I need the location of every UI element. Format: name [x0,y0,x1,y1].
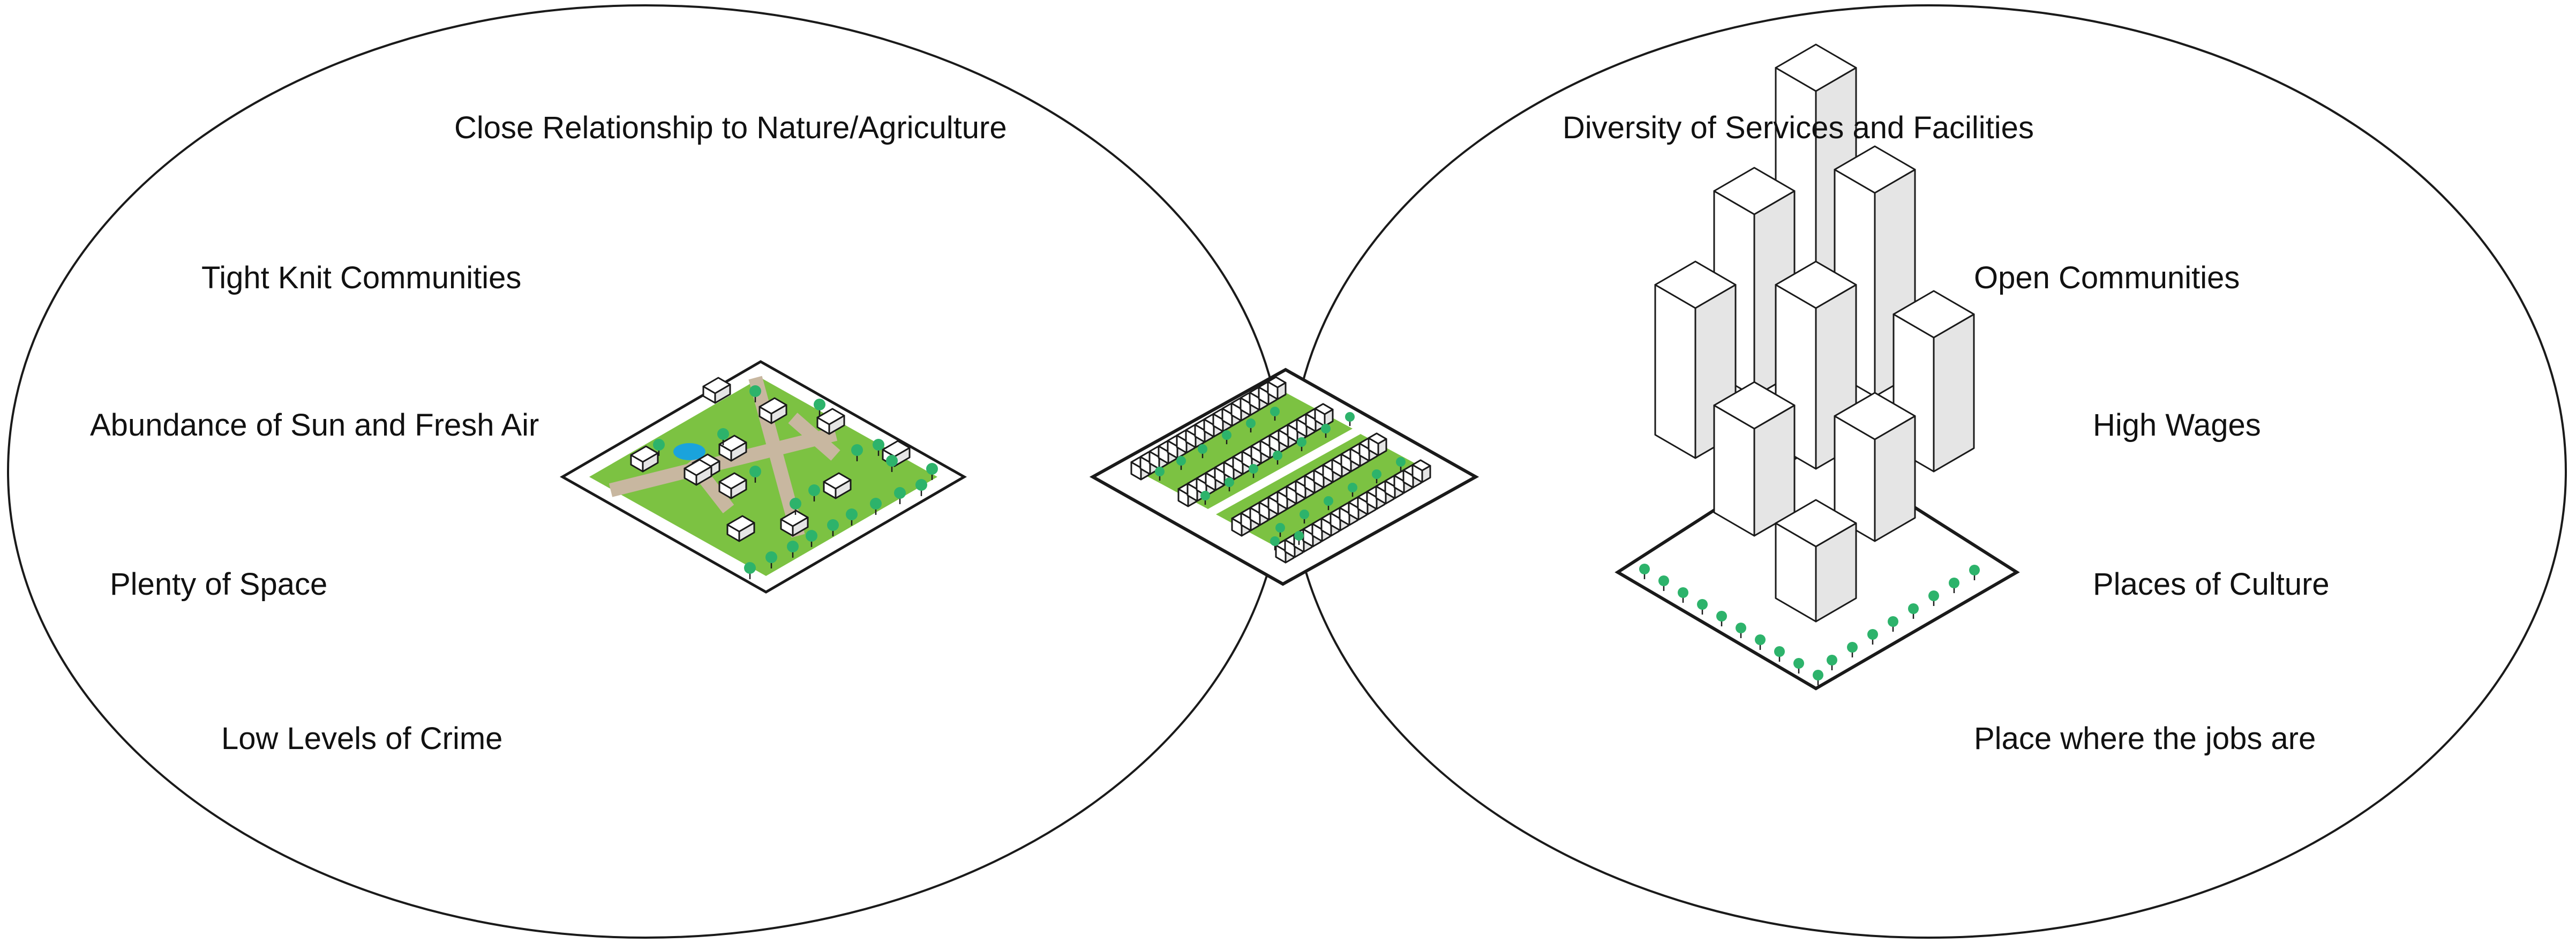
right-circle [1290,4,2567,939]
tree-icon [1200,491,1210,505]
rowhouse-icon [1411,459,1431,483]
tree-icon [1222,430,1231,445]
tree-icon [787,541,799,558]
right-label-communities: Open Communities [1974,260,2240,295]
tree-icon [1249,464,1258,478]
tree-icon [749,385,761,402]
tree-icon [1396,457,1406,472]
tower-icon [1775,499,1857,623]
left-label-nature: Close Relationship to Nature/Agriculture [454,110,1007,145]
tree-icon [870,498,882,515]
tree-icon [1270,536,1280,551]
house-icon [758,397,787,424]
tree-icon [744,562,756,579]
tree-icon [790,498,801,515]
right-label-culture: Places of Culture [2093,567,2330,602]
rowhouse-icon [1368,432,1387,456]
tree-icon [1225,477,1234,492]
tower-icon [1892,290,1975,473]
tree-icon [653,439,665,456]
tree-icon [808,484,820,502]
tree-icon [1639,564,1650,579]
house-icon [780,510,809,537]
tree-icon [1198,444,1207,459]
house-icon [630,445,659,473]
tower-icon [1713,381,1796,537]
tree-icon [886,455,898,472]
tree-icon [1273,451,1282,465]
tree-icon [1928,590,1939,606]
tree-icon [806,530,817,547]
tree-icon [1908,603,1919,619]
rural-village-icon [559,360,967,594]
tree-icon [814,399,825,416]
house-icon [718,435,747,462]
tree-icon [1716,611,1727,626]
house-icon [702,377,731,404]
right-labels: Diversity of Services and Facilities Ope… [1563,110,2330,756]
tree-icon [765,551,777,568]
house-icon [718,472,747,499]
tree-icon [1270,407,1280,421]
tree-icon [1246,418,1256,433]
tree-icon [1176,456,1186,470]
tree-icon [894,487,906,504]
tower-icon [1654,260,1737,459]
left-labels: Close Relationship to Nature/Agriculture… [90,110,1007,756]
tower-icon [1834,392,1916,542]
left-label-communities: Tight Knit Communities [201,260,521,295]
left-label-sun-air: Abundance of Sun and Fresh Air [90,408,539,443]
tree-icon [873,439,884,456]
tree-icon [1774,646,1785,662]
tree-icon [1275,523,1285,537]
house-icon [684,459,712,486]
tree-icon [749,466,761,483]
tree-icon [1297,437,1306,452]
house-icon [816,408,845,435]
house-icon [823,472,852,499]
city-skyscrapers-icon [1614,43,2020,691]
tree-icon [1888,616,1898,632]
tree-icon [1155,467,1165,481]
left-label-space: Plenty of Space [110,567,327,602]
tree-icon [1813,670,1823,685]
tree-icon [915,479,927,496]
tree-icon [926,463,938,480]
tree-icon [1372,469,1381,484]
tree-icon [1321,424,1331,438]
overlap-hatch [1291,5,2566,938]
tree-icon [717,428,729,445]
tree-icon [1867,629,1878,645]
tree-icon [1300,510,1309,524]
tree-icon [1658,575,1669,591]
tree-icon [1697,599,1708,615]
tree-icon [1736,623,1746,638]
tree-icon [1793,658,1804,673]
suburban-rowhouses-icon [1089,368,1479,586]
tree-icon [846,508,858,526]
tree-icon [851,444,863,461]
rowhouse-icon [1314,403,1334,427]
rowhouse-icon [1267,376,1287,400]
tree-icon [1847,642,1858,657]
tree-icon [1294,531,1304,545]
tree-icon [1345,412,1355,426]
house-icon [726,515,755,542]
tree-icon [1969,565,1980,580]
tree-icon [1827,655,1837,670]
tree-icon [1755,634,1766,650]
left-label-crime: Low Levels of Crime [221,721,502,756]
tree-icon [1949,578,1959,593]
right-label-jobs: Place where the jobs are [1974,721,2316,756]
right-label-wages: High Wages [2093,408,2261,443]
right-label-services: Diversity of Services and Facilities [1563,110,2034,145]
tree-icon [1348,483,1357,497]
pond-icon [673,443,705,460]
tree-icon [1678,587,1688,603]
tree-icon [827,519,839,536]
tree-icon [1324,496,1333,511]
